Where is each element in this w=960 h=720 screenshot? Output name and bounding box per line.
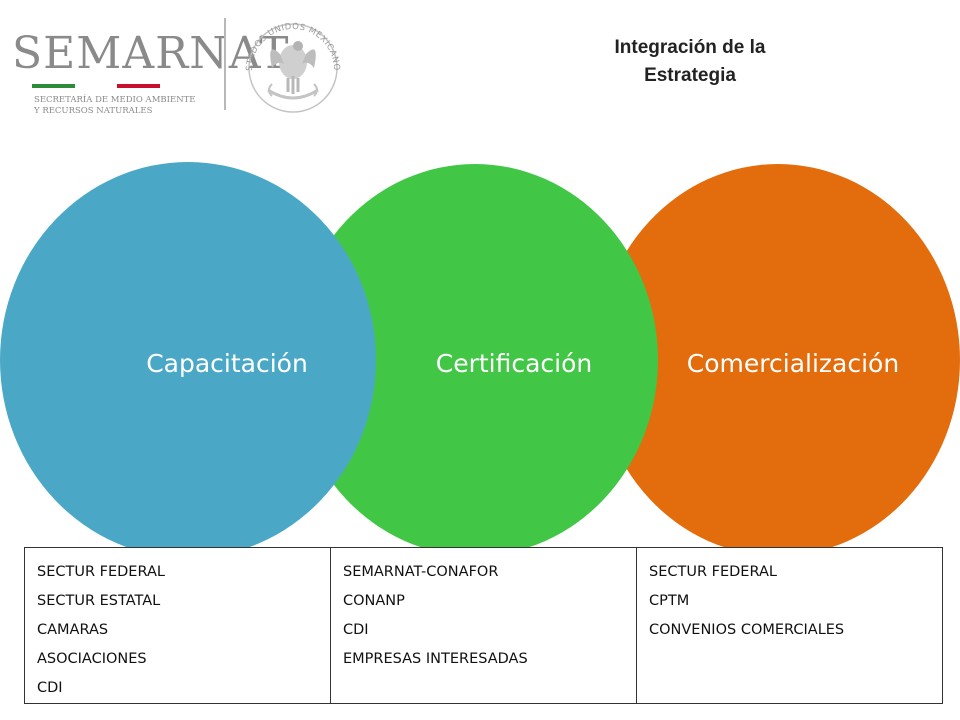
table-column-comercializacion: SECTUR FEDERAL CPTM CONVENIOS COMERCIALE… xyxy=(636,548,942,703)
table-item: CDI xyxy=(37,680,63,696)
logo-subtitle-line: Y RECURSOS NATURALES xyxy=(34,106,153,116)
table-item: CONANP xyxy=(343,593,405,609)
table-item: CPTM xyxy=(649,593,690,609)
table-item: CONVENIOS COMERCIALES xyxy=(649,622,845,638)
semarnat-logo: SEMARNAT SECRETARÍA DE MEDIO AMBIENTE Y … xyxy=(10,14,288,117)
table-item: CDI xyxy=(343,622,369,638)
circle-certificacion: Certificación xyxy=(292,164,658,556)
table-item: SECTUR FEDERAL xyxy=(37,564,165,580)
circle-label-comercializacion: Comercialización xyxy=(687,349,899,378)
table-item: SECTUR FEDERAL xyxy=(649,564,777,580)
national-seal-icon: ESTADOS UNIDOS MEXICANOS xyxy=(238,10,341,113)
stakeholder-table: SECTUR FEDERAL SECTUR ESTATAL CAMARAS AS… xyxy=(24,547,943,704)
logo-divider xyxy=(224,18,226,110)
table-item: SEMARNAT-CONAFOR xyxy=(343,564,499,580)
logo-wordmark: SEMARNAT xyxy=(12,28,290,79)
flag-white xyxy=(74,84,118,88)
circle-label-capacitacion: Capacitación xyxy=(146,349,308,378)
logo-subtitle: SECRETARÍA DE MEDIO AMBIENTE Y RECURSOS … xyxy=(34,95,196,117)
table-item: SECTUR ESTATAL xyxy=(37,593,161,609)
table-column-certificacion: SEMARNAT-CONAFOR CONANP CDI EMPRESAS INT… xyxy=(330,548,636,703)
circle-capacitacion: Capacitación xyxy=(0,162,376,558)
flag-green xyxy=(32,84,75,88)
table-item: ASOCIACIONES xyxy=(37,651,147,667)
logo-flag-stripe xyxy=(32,84,161,88)
table-item: EMPRESAS INTERESADAS xyxy=(343,651,528,667)
circle-comercializacion: Comercialización xyxy=(596,164,960,556)
title-line: Integración de la xyxy=(614,37,766,58)
table-column-capacitacion: SECTUR FEDERAL SECTUR ESTATAL CAMARAS AS… xyxy=(25,548,330,703)
flag-red xyxy=(117,84,161,88)
logo-subtitle-line: SECRETARÍA DE MEDIO AMBIENTE xyxy=(34,95,196,105)
table-item: CAMARAS xyxy=(37,622,109,638)
circle-label-certificacion: Certificación xyxy=(436,349,593,378)
title-line: Estrategia xyxy=(644,65,736,86)
slide-title: Integración de la Estrategia xyxy=(540,34,840,90)
